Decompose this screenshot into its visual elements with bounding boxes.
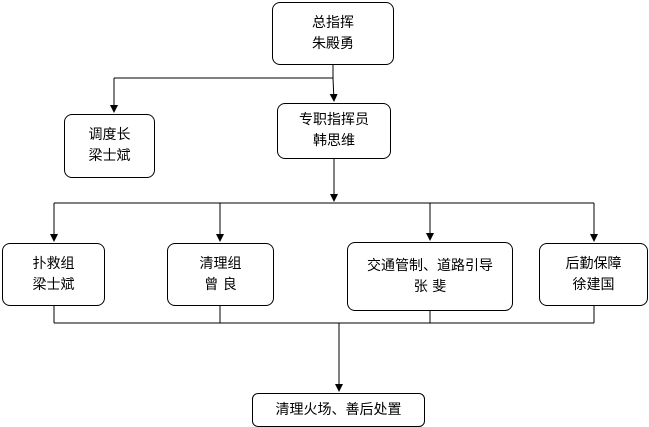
node-cleanup-role: 清理组 (199, 255, 242, 272)
node-specialist-role: 专职指挥员 (299, 112, 369, 128)
node-rescue-group: 扑救组 梁士斌 (2, 243, 105, 306)
node-specialist-name: 韩思维 (313, 133, 355, 149)
node-cleanup-name: 曾 良 (204, 276, 237, 293)
node-traffic-name: 张 斐 (413, 278, 447, 295)
edge-to-specialist (329, 77, 338, 102)
node-dispatch-chief: 调度长 梁士斌 (64, 114, 155, 178)
node-dispatch-role: 调度长 (88, 127, 131, 143)
node-rescue-role: 扑救组 (32, 255, 75, 272)
node-logistics-group: 后勤保障 徐建国 (539, 243, 648, 306)
node-rescue-name: 梁士斌 (32, 276, 75, 293)
node-final-step: 清理火场、善后处置 (252, 393, 425, 427)
node-cleanup-group: 清理组 曾 良 (167, 243, 274, 306)
node-logistics-name: 徐建国 (572, 276, 615, 293)
node-commander: 总指挥 朱殿勇 (272, 2, 394, 65)
node-dispatch-name: 梁士斌 (88, 148, 131, 164)
node-traffic-group: 交通管制、道路引导 张 斐 (347, 242, 513, 311)
node-commander-name: 朱殿勇 (312, 35, 354, 52)
node-commander-role: 总指挥 (312, 14, 354, 31)
node-logistics-role: 后勤保障 (565, 255, 622, 272)
node-final-label: 清理火场、善后处置 (275, 401, 402, 418)
node-traffic-role: 交通管制、道路引导 (367, 257, 493, 274)
node-specialist-commander: 专职指挥员 韩思维 (277, 103, 391, 159)
